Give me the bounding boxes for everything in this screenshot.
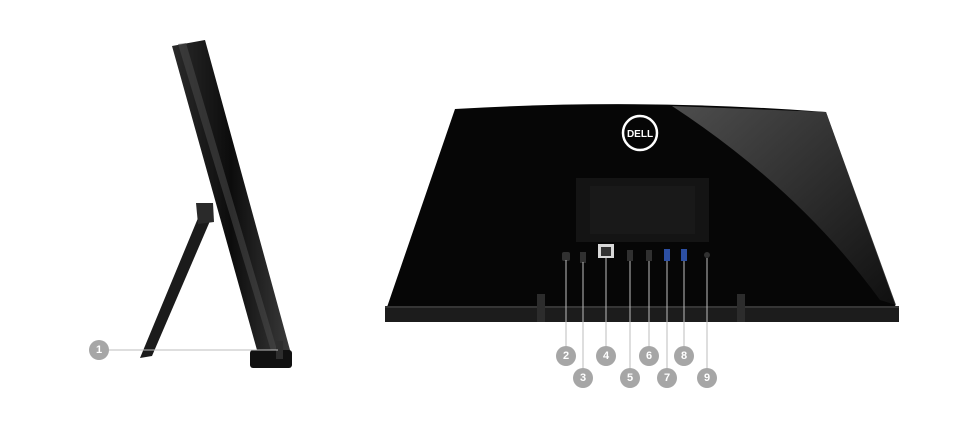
stand-mount-right <box>737 294 745 322</box>
callout-2: 2 <box>556 346 576 366</box>
dell-logo <box>621 114 659 152</box>
vesa-plate-inner <box>590 186 695 234</box>
stand-mount-left <box>537 294 545 322</box>
callout-4: 4 <box>596 346 616 366</box>
base-foot <box>250 350 292 368</box>
usb-port-8 <box>681 249 687 261</box>
ethernet-port-inner <box>601 247 611 256</box>
side-slot <box>276 341 283 359</box>
rear-port-2 <box>562 252 570 261</box>
stand-leg <box>140 206 213 358</box>
callout-3: 3 <box>573 368 593 388</box>
callout-5: 5 <box>620 368 640 388</box>
callout-7: 7 <box>657 368 677 388</box>
logo-text: DELL <box>627 129 653 140</box>
rear-port-5 <box>627 250 633 261</box>
bottom-grille <box>385 306 899 322</box>
callout-6: 6 <box>639 346 659 366</box>
rear-ports <box>562 244 710 263</box>
callout-lines <box>109 258 708 368</box>
grille-line <box>385 306 899 308</box>
side-view <box>140 40 292 368</box>
callout-9: 9 <box>697 368 717 388</box>
callout-8: 8 <box>674 346 694 366</box>
callout-1: 1 <box>89 340 109 360</box>
rear-port-3 <box>580 252 586 263</box>
rear-shine <box>672 106 896 305</box>
stand-hinge <box>196 203 214 224</box>
rear-port-9 <box>704 252 710 258</box>
display-edge-highlight <box>178 43 280 364</box>
rear-view: DELL <box>385 104 899 322</box>
usb-port-7 <box>664 249 670 261</box>
rear-port-6 <box>646 250 652 261</box>
